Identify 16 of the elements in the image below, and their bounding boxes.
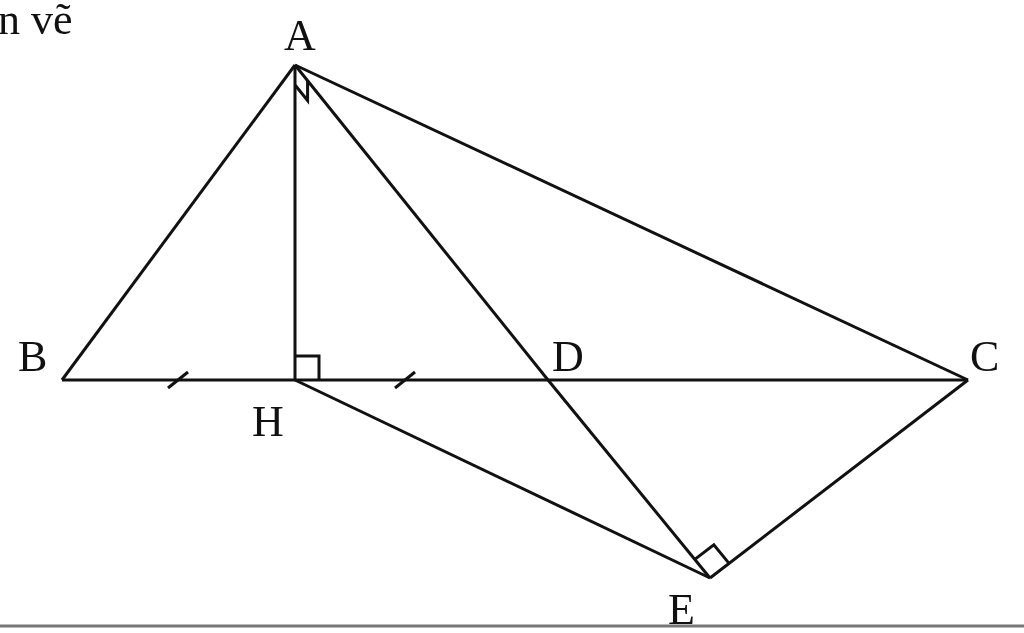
line-segment [548, 378, 968, 382]
point-label: H [252, 400, 284, 444]
point-label: E [668, 588, 695, 632]
point-label: D [552, 335, 584, 379]
line-segment [293, 65, 297, 380]
line-segment [294, 63, 969, 382]
line-segment [709, 378, 969, 580]
line-segment [60, 64, 297, 381]
line-segment [546, 379, 712, 579]
line-segment [293, 64, 550, 381]
line-segment [62, 378, 295, 382]
line-segment [295, 378, 548, 382]
point-label: B [18, 335, 48, 379]
line-segment [294, 378, 711, 580]
point-label: A [284, 14, 316, 58]
point-label: C [970, 335, 1000, 379]
